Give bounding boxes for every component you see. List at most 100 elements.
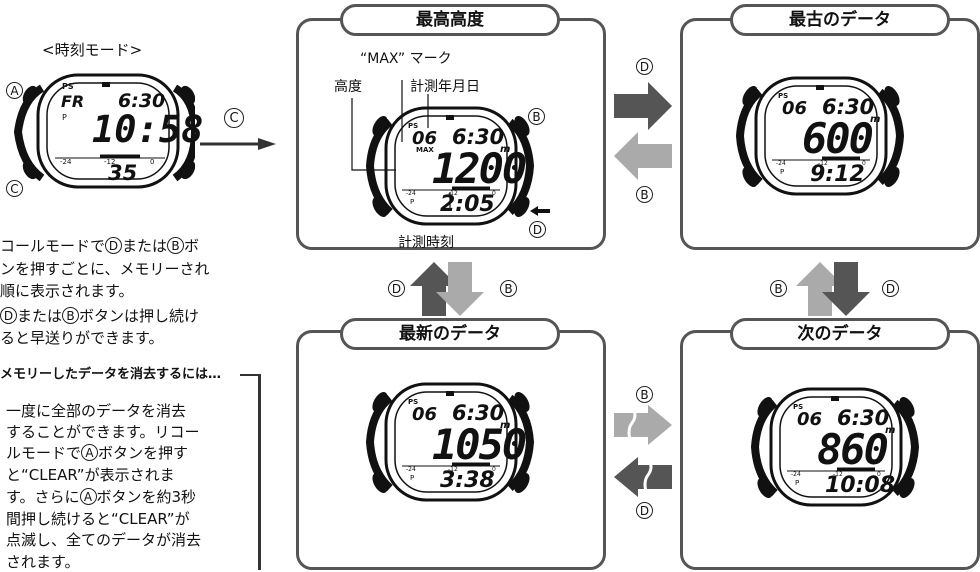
note-line-5: ると早送りができます。 (0, 329, 164, 347)
altitude-display: 1200 (432, 144, 527, 193)
month-display: 06 (412, 404, 438, 425)
ps-label: PS (408, 398, 419, 406)
arrow-label-d-bottom: D (636, 502, 653, 519)
scale-b: -12 (448, 466, 458, 473)
panel-max-button-b-icon: B (528, 108, 545, 125)
button-c-icon: C (6, 180, 23, 197)
panel-next (680, 330, 980, 570)
leader-lines (351, 80, 451, 210)
press-d-arrow-icon (530, 206, 550, 216)
button-c-label: C (224, 108, 244, 128)
date-display: 6:30 (837, 406, 890, 430)
date-display: 6:30 (118, 90, 166, 112)
date-display: 6:30 (452, 401, 505, 425)
scale-c: 0 (492, 190, 496, 197)
scale-b: -12 (833, 471, 843, 478)
erase-line-1: 一度に全部のデータを消去 (6, 402, 187, 420)
max-mark-label: “MAX” マーク (360, 51, 452, 67)
erase-heading: メモリーしたデータを消去するには… (0, 367, 222, 382)
unit-display: m (885, 425, 896, 436)
panel-title-next: 次のデータ (730, 318, 950, 350)
p-label: P (410, 198, 415, 206)
ps-label: PS (778, 92, 789, 100)
time-mode-watch (13, 73, 195, 189)
time-display: 9:12 (810, 162, 865, 187)
p-label: P (780, 168, 785, 176)
ps-label: PS (62, 82, 74, 91)
month-display: 06 (412, 128, 438, 149)
arrow-label-b-left: B (500, 280, 517, 297)
arrows-max-newest (410, 262, 484, 316)
measure-date-label: 計測年月日 (410, 79, 480, 95)
panel-max-altitude (296, 18, 606, 250)
time-display: 2:05 (440, 192, 495, 217)
scale-a: -24 (791, 471, 801, 478)
scale-c: 0 (862, 160, 866, 167)
scale-a: -24 (406, 190, 416, 197)
arrow-label-d-right: D (882, 280, 899, 297)
erase-box-border (258, 374, 261, 570)
arrow-label-b-bottom: B (636, 386, 653, 403)
scale-c: 0 (492, 466, 496, 473)
panel-title-max: 最高高度 (340, 4, 560, 36)
erase-line-6: 間押し続けると“CLEAR”が (6, 510, 190, 528)
altitude-label: 高度 (334, 79, 362, 95)
time-display: 10:08 (825, 473, 896, 498)
measure-time-label: 計測時刻 (398, 235, 454, 251)
arrows-max-oldest (614, 82, 672, 180)
arrow-label-d-left: D (388, 280, 405, 297)
panel-newest (296, 330, 606, 570)
arrow-label-b-right: B (770, 280, 787, 297)
panel-max-button-d-icon: D (529, 221, 546, 238)
erase-line-8: されます。 (6, 553, 80, 571)
arrow-to-recall-icon (200, 138, 276, 150)
erase-line-7: 点滅し、全てのデータが消去 (6, 531, 202, 549)
scale-a: -24 (406, 466, 416, 473)
scale-a: -24 (776, 160, 786, 167)
p-label: P (62, 113, 67, 122)
month-display: 06 (797, 409, 823, 430)
max-mark: MAX (416, 146, 434, 154)
date-display: 6:30 (822, 95, 875, 119)
arrow-label-d-top: D (636, 58, 653, 75)
arrows-oldest-next (796, 262, 870, 316)
unit-display: m (500, 144, 511, 155)
panel-title-newest: 最新のデータ (340, 318, 560, 350)
arrows-newest-next (614, 405, 672, 498)
erase-line-4: と“CLEAR”が表示されま (6, 466, 175, 484)
scale-a: -24 (60, 158, 72, 166)
month-display: 06 (782, 98, 808, 119)
p-label: P (410, 474, 415, 482)
seconds-display: 35 (108, 161, 138, 185)
day-display: FR (61, 92, 85, 111)
note-line-3: 順に表示されます。 (0, 282, 134, 300)
p-label: P (795, 479, 800, 487)
scale-c: 0 (877, 471, 881, 478)
time-display: 10:58 (92, 108, 204, 151)
erase-line-2: することができます。リコー (6, 423, 200, 441)
altitude-display: 860 (817, 425, 889, 474)
button-a-icon: A (6, 82, 23, 99)
panel-title-oldest: 最古のデータ (730, 4, 950, 36)
ps-label: PS (408, 122, 419, 130)
altitude-display: 600 (802, 114, 874, 163)
unit-display: m (870, 114, 881, 125)
scale-b: -12 (818, 160, 828, 167)
scale-b: -12 (448, 190, 458, 197)
date-display: 6:30 (452, 125, 505, 149)
arrow-label-b-top: B (636, 186, 653, 203)
altitude-display: 1050 (432, 420, 527, 469)
scale-b: -12 (104, 158, 116, 166)
unit-display: m (500, 420, 511, 431)
note-line-2: ンを押すごとに、メモリーされ (0, 260, 210, 278)
time-mode-title: <時刻モード> (42, 41, 143, 59)
scale-c: 0 (150, 158, 155, 166)
